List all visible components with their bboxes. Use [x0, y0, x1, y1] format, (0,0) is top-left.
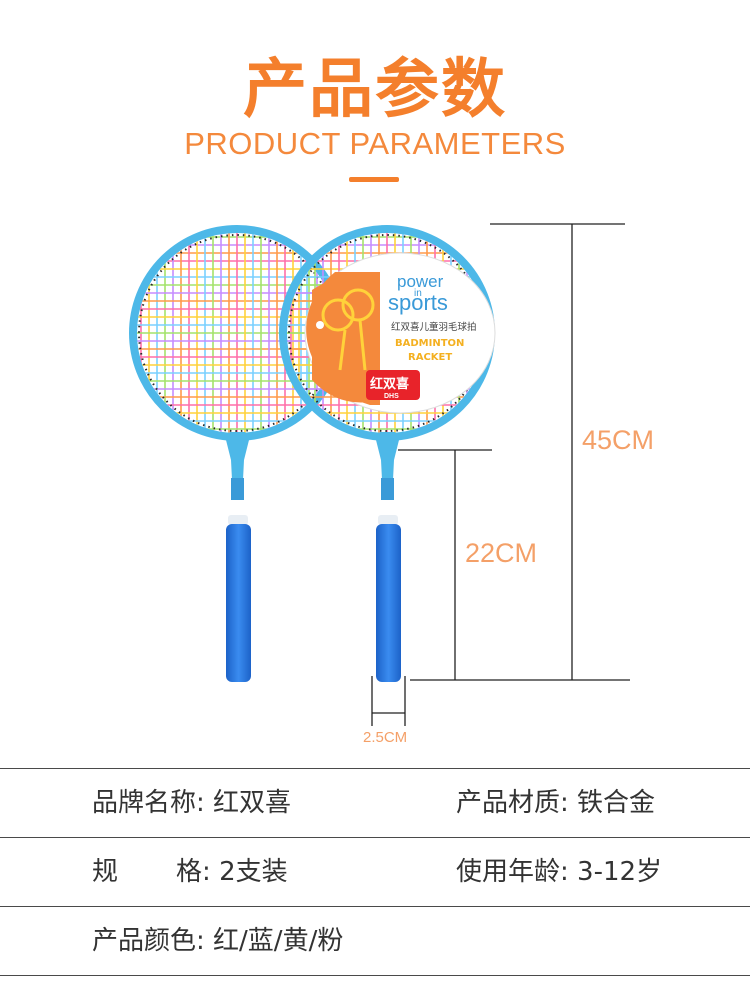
param-value: 铁合金 — [577, 788, 656, 818]
param-value: 2支装 — [219, 857, 288, 887]
tag-cn-text: 红双喜儿童羽毛球拍 — [391, 321, 477, 333]
handle-width-label: 2.5CM — [363, 729, 408, 746]
param-value: 3-12岁 — [577, 857, 663, 887]
param-spec: 规 格: 2支装 — [92, 838, 288, 906]
tag-en-text-2: RACKET — [408, 352, 452, 363]
param-age: 使用年龄: 3-12岁 — [456, 838, 662, 906]
param-separator: : — [202, 857, 220, 887]
tag-sports-text: sports — [388, 290, 448, 315]
handle-length-label: 22CM — [465, 538, 538, 568]
param-key: 规 — [92, 857, 119, 887]
param-key: 产品颜色 — [92, 926, 197, 956]
tag-power-text: power — [397, 272, 444, 291]
dimension-lines — [371, 223, 630, 726]
param-key: 品牌名称 — [92, 788, 197, 818]
tag-en-text-1: BADMINTON — [395, 338, 464, 349]
param-key: 使用年龄 — [456, 857, 561, 887]
param-key: 产品材质 — [456, 788, 561, 818]
page-title: 产品参数 — [243, 53, 507, 127]
param-key-2: 格 — [176, 857, 203, 887]
tag-in-text: in — [414, 288, 422, 299]
title-underline — [349, 177, 399, 182]
racket-product-image: power in sports 红双喜儿童羽毛球拍 BADMINTON RACK… — [129, 223, 630, 726]
param-separator: : — [196, 926, 214, 956]
param-separator: : — [560, 857, 578, 887]
param-row: 产品颜色: 红/蓝/黄/粉 — [0, 906, 750, 976]
param-value: 红双喜 — [213, 788, 292, 818]
product-hang-tag: power in sports 红双喜儿童羽毛球拍 BADMINTON RACK… — [304, 252, 496, 414]
param-separator: : — [196, 788, 214, 818]
brand-logo-en: DHS — [384, 393, 399, 400]
parameter-table: 品牌名称: 红双喜 产品材质: 铁合金 规格: 2支装 使用年龄: 3-12岁 … — [0, 768, 750, 976]
brand-logo-cn: 红双喜 — [370, 376, 409, 392]
param-brand: 品牌名称: 红双喜 — [92, 769, 291, 837]
param-separator: : — [560, 788, 578, 818]
param-color: 产品颜色: 红/蓝/黄/粉 — [92, 907, 343, 975]
param-row: 品牌名称: 红双喜 产品材质: 铁合金 — [0, 768, 750, 837]
param-value: 红/蓝/黄/粉 — [213, 926, 344, 956]
param-material: 产品材质: 铁合金 — [456, 769, 655, 837]
param-row: 规 格: 2支装 使用年龄: 3-12岁 — [0, 837, 750, 906]
total-length-label: 45CM — [582, 425, 655, 455]
page-subtitle: PRODUCT PARAMETERS — [184, 126, 566, 161]
